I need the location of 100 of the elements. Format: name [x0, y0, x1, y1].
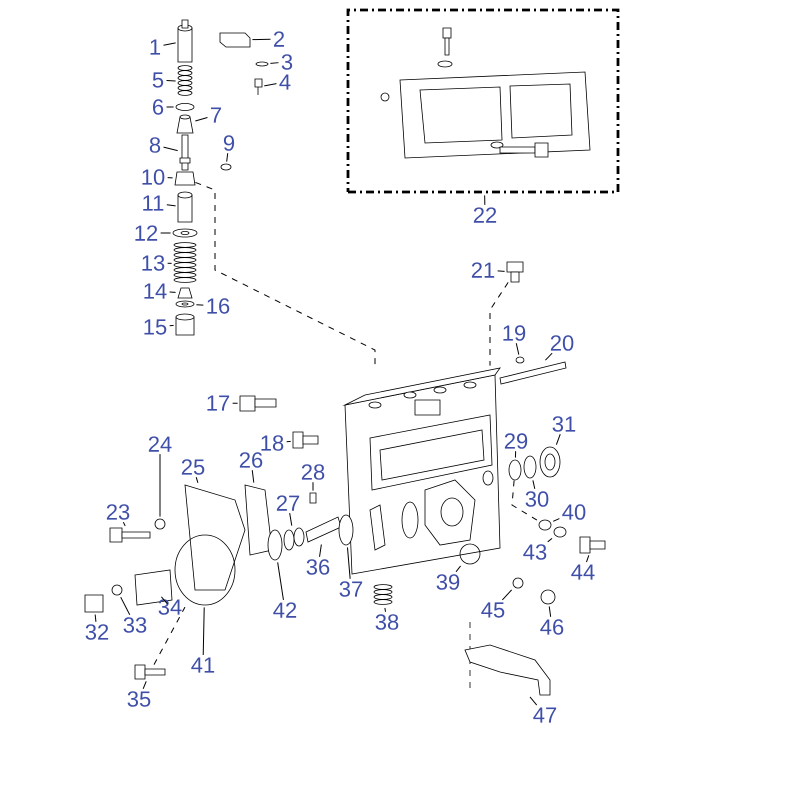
part-drawing [176, 300, 194, 308]
part-drawing [172, 228, 198, 238]
leader-line [277, 562, 284, 600]
callout-number: 26 [240, 452, 262, 468]
leader-line [456, 565, 462, 572]
part-drawing [174, 172, 196, 186]
part-drawing [154, 518, 166, 530]
callout-number: 35 [128, 691, 150, 707]
part-drawing [256, 62, 268, 66]
callout-number: 19 [503, 325, 526, 341]
leader-line [142, 680, 147, 690]
leader-line [169, 324, 174, 326]
callout-number: 41 [191, 657, 214, 673]
part-drawing [460, 544, 480, 564]
callout-number: 1 [150, 39, 160, 55]
part-drawing [240, 396, 276, 412]
callout-number: 45 [481, 602, 504, 618]
part-drawing [178, 20, 192, 62]
callout-number: 28 [302, 464, 324, 480]
guide-line [194, 182, 376, 366]
leader-line [160, 596, 168, 604]
callout-number: 8 [150, 137, 160, 153]
callout-number: 30 [526, 491, 548, 507]
callout-number: 31 [552, 416, 576, 432]
callout-number: 40 [562, 504, 586, 520]
part-drawing [500, 362, 566, 384]
part-drawing [178, 65, 192, 96]
callout-number: 6 [153, 99, 164, 115]
leader-line [160, 232, 172, 234]
leader-line [252, 38, 271, 40]
callout-number: 37 [340, 581, 362, 597]
leader-line [166, 106, 174, 108]
part-drawing [112, 584, 122, 596]
callout-number: 44 [571, 564, 595, 580]
leader-line [547, 538, 553, 542]
part-drawing [310, 492, 316, 504]
callout-number: 21 [472, 262, 494, 278]
part-drawing [506, 262, 524, 282]
callout-number: 4 [279, 74, 290, 90]
leader-line [586, 554, 590, 563]
callout-number: 5 [152, 72, 164, 88]
part-drawing [540, 590, 556, 604]
part-drawing [284, 528, 304, 550]
leader-line [202, 606, 205, 656]
leader-line [319, 544, 322, 558]
leader-line [548, 606, 552, 618]
callout-number: 3 [282, 54, 292, 70]
part-drawing [516, 356, 524, 364]
part-drawing [292, 432, 318, 448]
callout-number: 25 [182, 459, 204, 475]
leader-line [196, 476, 198, 484]
leader-line [516, 342, 520, 356]
leader-line [264, 83, 277, 86]
part-drawing [512, 578, 524, 588]
callout-number: 38 [376, 614, 398, 630]
callout-number: 42 [273, 602, 296, 618]
leader-line [167, 177, 174, 178]
callout-number: 20 [550, 335, 574, 351]
group-frame [346, 8, 620, 194]
callout-number: 7 [211, 107, 222, 123]
callout-number: 22 [474, 207, 496, 223]
leader-line [502, 589, 512, 600]
leader-line [169, 291, 176, 293]
leader-line [529, 696, 538, 706]
callout-number: 47 [533, 707, 556, 723]
leader-line [94, 614, 96, 622]
leader-line [497, 270, 506, 272]
callout-number: 17 [207, 395, 230, 411]
part-drawing [220, 32, 250, 48]
callout-number: 36 [306, 559, 330, 575]
callout-number: 14 [144, 283, 167, 299]
part-drawing [110, 528, 150, 542]
leader-line [544, 352, 553, 361]
callout-number: 29 [504, 433, 528, 449]
leader-line [270, 62, 279, 64]
callout-number: 10 [142, 169, 164, 185]
leader-line [286, 440, 292, 442]
leader-line [484, 194, 486, 206]
leader-line [556, 434, 561, 446]
part-drawing [134, 664, 166, 680]
part-drawing [220, 164, 232, 170]
leader-line [196, 304, 204, 306]
callout-number: 34 [158, 599, 182, 615]
leader-line [166, 80, 176, 82]
callout-number: 32 [86, 624, 108, 640]
leader-line [226, 152, 228, 162]
callout-number: 12 [135, 225, 158, 241]
guide-line [511, 480, 538, 521]
part-drawing [524, 456, 536, 478]
leader-line [122, 522, 126, 526]
part-drawing [174, 242, 196, 283]
part-drawing [540, 446, 560, 478]
leader-line [532, 480, 536, 490]
leader-line [252, 470, 254, 484]
leader-line [289, 512, 292, 526]
callout-number: 11 [143, 195, 164, 211]
leader-line [194, 116, 208, 122]
callout-number: 43 [523, 544, 546, 560]
part-drawing [554, 526, 566, 538]
part-drawing [176, 103, 194, 111]
